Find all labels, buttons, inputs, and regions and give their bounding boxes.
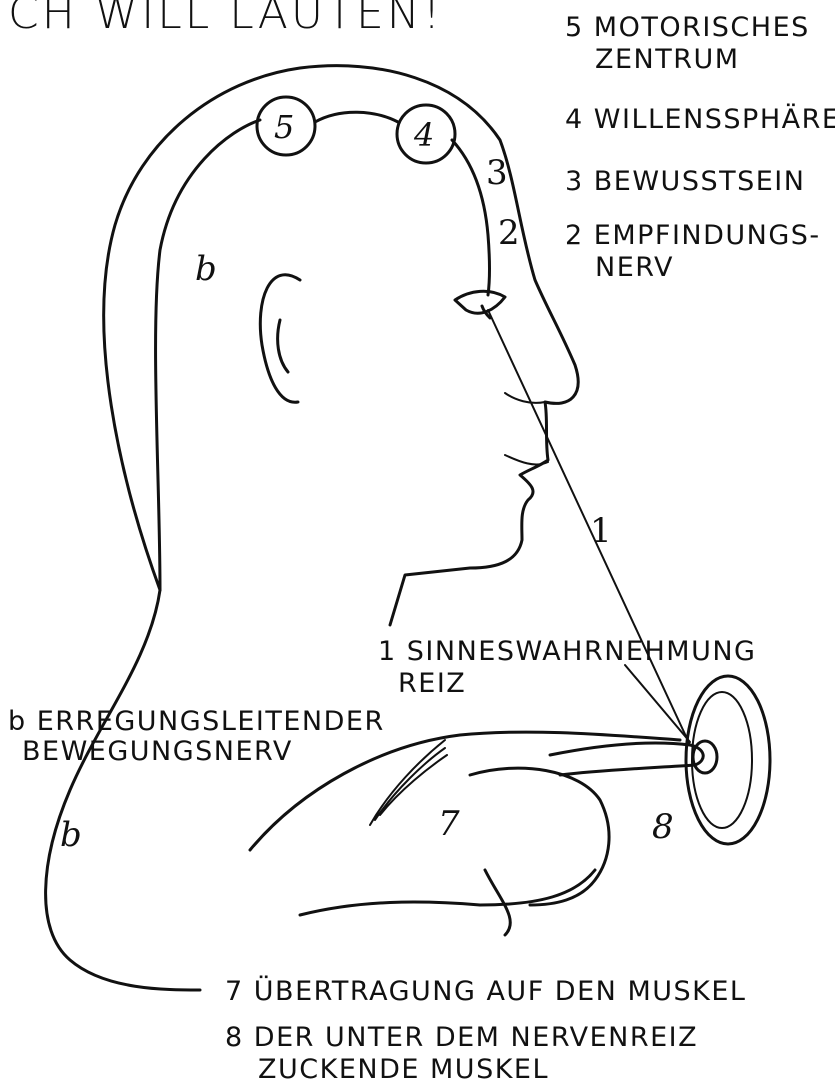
legend-item-2: 2 EMPFINDUNGS- NERV: [565, 220, 821, 283]
marker-6-arm: b: [60, 815, 82, 855]
ear: [260, 275, 300, 403]
legend-item-6: b ERREGUNGSLEITENDER BEWEGUNGSNERV: [8, 706, 385, 767]
nerve-4-to-face: [452, 140, 490, 295]
svg-text:4 WILLENSSPHÄRE: 4 WILLENSSPHÄRE: [565, 103, 835, 135]
svg-text:b ERREGUNGSLEITENDER: b ERREGUNGSLEITENDER: [8, 706, 385, 737]
svg-text:1 SINNESWAHRNEHMUNG: 1 SINNESWAHRNEHMUNG: [378, 636, 756, 667]
arm-outline: [46, 590, 200, 990]
mouth-line: [505, 455, 548, 464]
marker-4: 4: [413, 116, 434, 154]
legend-item-8: 8 DER UNTER DEM NERVENREIZ ZUCKENDE MUSK…: [225, 1022, 698, 1084]
marker-5: 5: [274, 108, 294, 146]
eye: [455, 291, 505, 318]
diagram-title: ICH WILL LÄUTEN!: [0, 0, 443, 39]
nerve-5-to-4: [315, 112, 398, 122]
legend-item-7: 7 ÜBERTRAGUNG AUF DEN MUSKEL: [225, 975, 746, 1007]
nostril: [505, 393, 545, 403]
head-outline: [104, 66, 578, 625]
muscle: [370, 740, 447, 825]
marker-3: 3: [486, 153, 508, 193]
legend-item-4: 4 WILLENSSPHÄRE: [565, 103, 835, 135]
index-finger: [550, 743, 703, 775]
svg-text:8 DER UNTER DEM NERVENREIZ: 8 DER UNTER DEM NERVENREIZ: [225, 1022, 698, 1053]
svg-text:ZUCKENDE MUSKEL: ZUCKENDE MUSKEL: [258, 1054, 549, 1084]
svg-text:BEWEGUNGSNERV: BEWEGUNGSNERV: [22, 736, 293, 767]
bell-button: [693, 741, 717, 773]
forearm-top: [250, 732, 680, 850]
marker-8: 8: [652, 807, 674, 847]
marker-2: 2: [498, 213, 520, 253]
bell-plate: [686, 676, 770, 844]
svg-text:ZENTRUM: ZENTRUM: [595, 44, 740, 75]
forearm-bottom: [300, 870, 595, 915]
legend-item-3: 3 BEWUSSTSEIN: [565, 166, 805, 197]
perception-line: [488, 310, 690, 745]
svg-text:7 ÜBERTRAGUNG AUF DEN MUSKEL: 7 ÜBERTRAGUNG AUF DEN MUSKEL: [225, 975, 746, 1007]
marker-6-head: b: [195, 249, 217, 289]
legend-item-1: 1 SINNESWAHRNEHMUNG REIZ: [378, 636, 756, 699]
legend-item-5: 5 MOTORISCHES ZENTRUM: [565, 12, 810, 75]
svg-text:2 EMPFINDUNGS-: 2 EMPFINDUNGS-: [565, 220, 821, 251]
brain-nerve-arc: [156, 120, 260, 590]
marker-7: 7: [438, 804, 460, 844]
fist: [470, 768, 609, 935]
svg-text:3 BEWUSSTSEIN: 3 BEWUSSTSEIN: [565, 166, 805, 197]
svg-text:5 MOTORISCHES: 5 MOTORISCHES: [565, 12, 810, 43]
marker-1: 1: [590, 511, 612, 551]
svg-text:REIZ: REIZ: [398, 668, 466, 699]
svg-text:NERV: NERV: [595, 252, 674, 283]
